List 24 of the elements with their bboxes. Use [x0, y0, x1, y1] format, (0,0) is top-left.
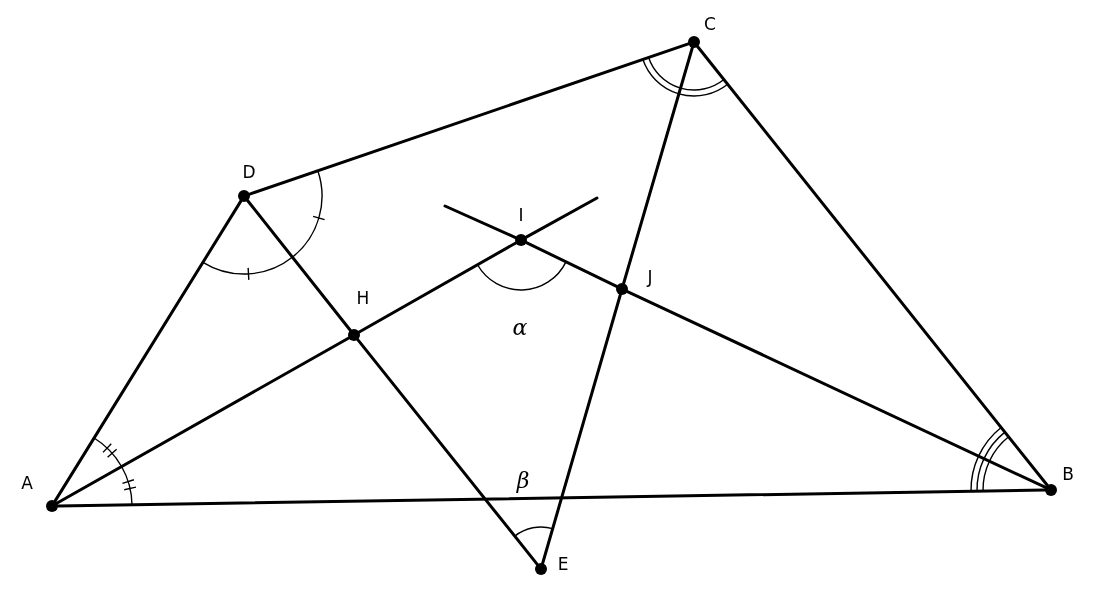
- angle-label: α: [512, 317, 528, 339]
- point-label: I: [518, 206, 524, 224]
- line-segment: [53, 199, 243, 503]
- line-segment: [443, 204, 517, 240]
- line-segment: [524, 241, 619, 288]
- point-label: D: [242, 163, 256, 181]
- line-segment: [56, 488, 1047, 508]
- point-label: E: [557, 555, 569, 573]
- point-label: B: [1062, 465, 1074, 483]
- line-segment: [248, 42, 690, 196]
- line-segment: [541, 293, 622, 565]
- angle-label: β: [516, 470, 530, 492]
- line-segment: [55, 336, 351, 505]
- line-segment: [625, 290, 1048, 489]
- point-label: H: [356, 289, 370, 307]
- point-label: J: [647, 268, 653, 286]
- line-segment: [357, 241, 518, 334]
- line-segment: [356, 338, 539, 566]
- line-segment: [246, 199, 352, 332]
- point-label: A: [21, 474, 33, 492]
- line-segment: [524, 196, 599, 239]
- line-segment: [622, 46, 694, 285]
- point-label: C: [704, 15, 716, 33]
- line-segment: [696, 45, 1049, 487]
